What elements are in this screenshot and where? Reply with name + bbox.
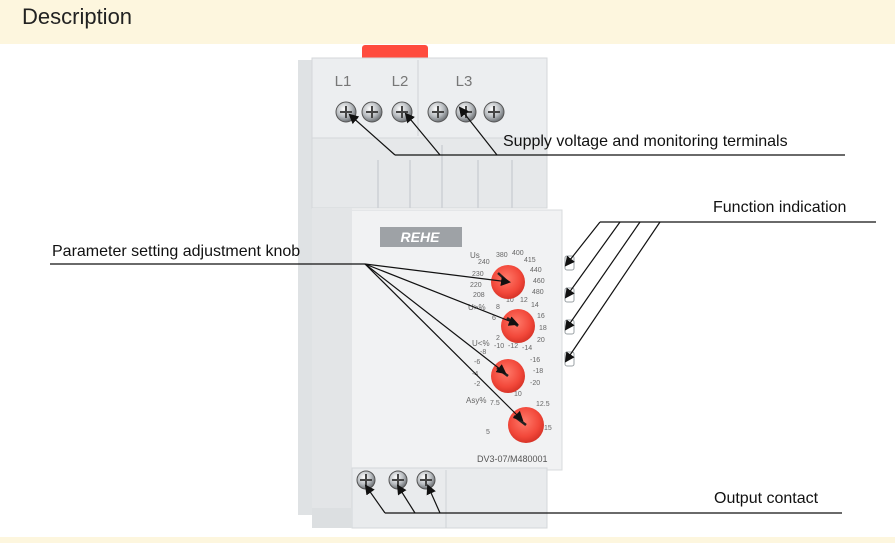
upper-body [311, 137, 548, 209]
svg-text:220: 220 [470, 282, 482, 289]
svg-text:-16: -16 [530, 357, 540, 364]
svg-text:-6: -6 [474, 359, 480, 366]
svg-text:7.5: 7.5 [490, 400, 500, 407]
knob-asy [508, 407, 544, 443]
svg-text:400: 400 [512, 250, 524, 257]
svg-text:6: 6 [492, 315, 496, 322]
model-number: DV3-07/M480001 [477, 454, 548, 464]
knob-label-uunder: U<% [472, 339, 490, 348]
svg-text:380: 380 [496, 252, 508, 259]
terminal-label-l1: L1 [335, 73, 352, 90]
bottom-terminal-block [351, 467, 548, 529]
led-indicator [564, 351, 575, 367]
knob-uunder [491, 359, 525, 393]
svg-text:240: 240 [478, 259, 490, 266]
knob-scale-asy: 5 7.5 10 12.5 15 [486, 391, 552, 436]
knob-uover [501, 309, 535, 343]
callout-output-label: Output contact [714, 490, 819, 507]
svg-text:8: 8 [496, 304, 500, 311]
svg-text:5: 5 [486, 429, 490, 436]
led-indicator [564, 319, 575, 335]
svg-text:12.5: 12.5 [536, 401, 550, 408]
terminal-label-l2: L2 [392, 73, 409, 90]
svg-text:14: 14 [531, 302, 539, 309]
svg-text:10: 10 [506, 297, 514, 304]
svg-text:-12: -12 [508, 343, 518, 350]
top-terminal-block [311, 57, 548, 139]
release-tab [362, 45, 428, 61]
svg-text:-4: -4 [472, 371, 478, 378]
callout-function-label: Function indication [713, 199, 847, 216]
function-callout-lines [564, 221, 876, 363]
svg-text:440: 440 [530, 267, 542, 274]
svg-text:10: 10 [514, 391, 522, 398]
svg-text:12: 12 [520, 297, 528, 304]
svg-text:415: 415 [524, 257, 536, 264]
svg-text:-20: -20 [530, 380, 540, 387]
knob-scale-us: 240 380 400 415 440 460 480 208 220 230 [470, 250, 545, 299]
knob-label-us: Us [470, 251, 480, 260]
svg-text:18: 18 [539, 325, 547, 332]
knob-scale-uover: 2 6 8 10 12 14 16 18 20 [492, 297, 547, 344]
svg-text:15: 15 [544, 425, 552, 432]
svg-text:-10: -10 [494, 343, 504, 350]
svg-text:230: 230 [472, 271, 484, 278]
knob-label-asy: Asy% [466, 396, 486, 405]
header-bar [0, 0, 895, 44]
svg-text:2: 2 [496, 335, 500, 342]
svg-text:20: 20 [537, 337, 545, 344]
terminal-label-l3: L3 [456, 73, 473, 90]
svg-text:-8: -8 [480, 349, 486, 356]
svg-text:480: 480 [532, 289, 544, 296]
led-indicator [564, 287, 575, 303]
page-title: Description [22, 4, 133, 29]
svg-text:-14: -14 [522, 345, 532, 352]
svg-text:-2: -2 [474, 381, 480, 388]
svg-text:-18: -18 [533, 368, 543, 375]
bottom-screws [356, 470, 436, 490]
brand-plate [380, 227, 462, 247]
brand-logo: REHE [401, 229, 441, 245]
svg-text:16: 16 [537, 313, 545, 320]
svg-text:460: 460 [533, 278, 545, 285]
footer-bar [0, 537, 895, 543]
supply-callout-lines [348, 106, 845, 156]
function-indicators [564, 255, 575, 367]
svg-text:208: 208 [473, 292, 485, 299]
callout-supply-label: Supply voltage and monitoring terminals [503, 133, 788, 150]
housing-lower-left [312, 208, 352, 508]
knob-scale-uunder: -2 -4 -6 -8 -10 -12 -14 -16 -18 -20 [472, 343, 543, 388]
callout-parameter-label: Parameter setting adjustment knob [52, 243, 301, 260]
parameter-callout-lines [50, 263, 524, 422]
led-indicator [564, 255, 575, 271]
output-callout-lines [364, 484, 842, 514]
